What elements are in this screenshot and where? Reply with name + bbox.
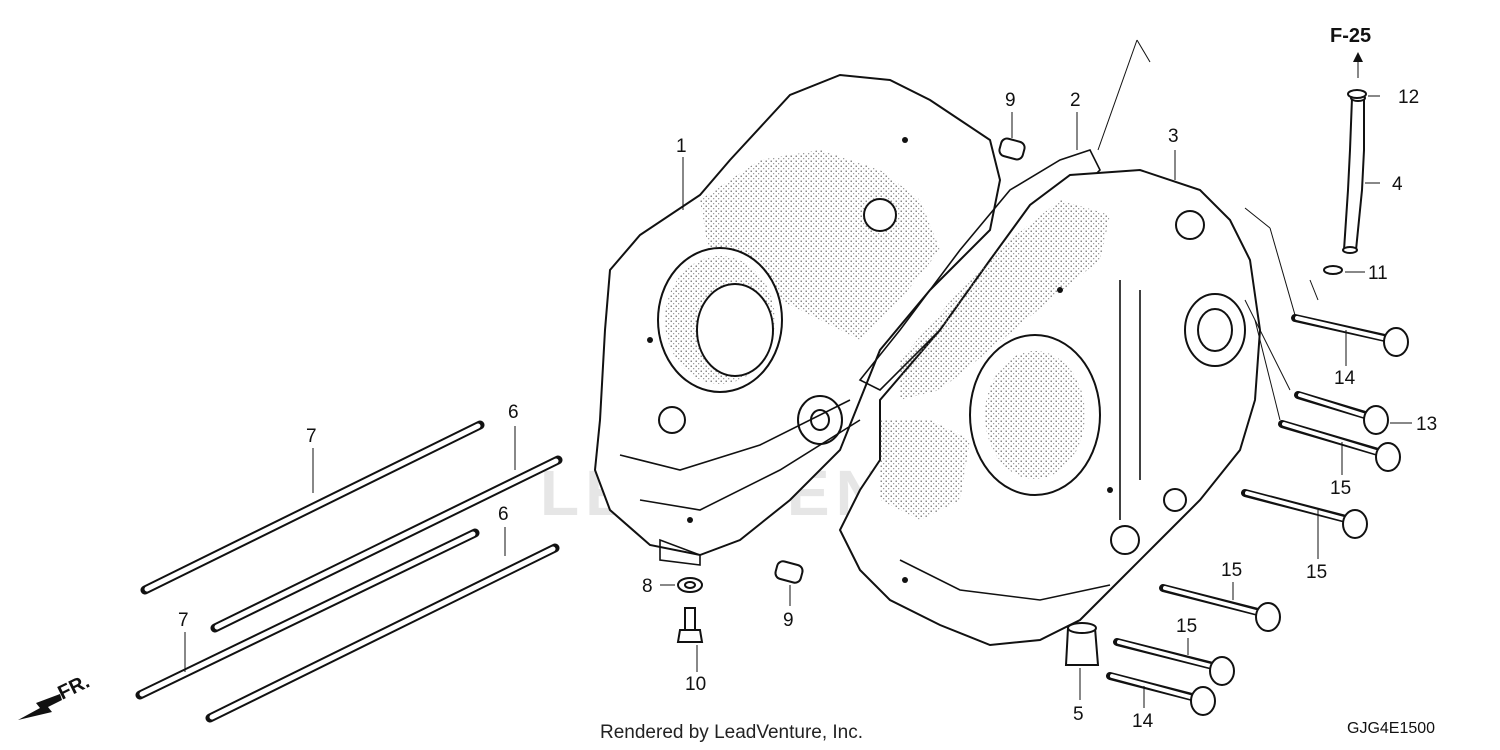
callout-8: 8: [642, 576, 653, 597]
callout-15-b: 15: [1306, 562, 1327, 583]
hose-clamp[interactable]: [1064, 622, 1100, 666]
callout-11: 11: [1368, 263, 1388, 284]
stud-bolt-upper-right[interactable]: [210, 455, 563, 633]
callout-15-a: 15: [1330, 478, 1351, 499]
callout-9-lower: 9: [783, 610, 794, 631]
flange-bolt-13[interactable]: [1294, 391, 1389, 435]
callout-12: 12: [1398, 87, 1419, 108]
reference-label: F-25: [1330, 25, 1371, 47]
callout-7-lower: 7: [178, 610, 189, 631]
callout-9-upper: 9: [1005, 90, 1016, 111]
callout-10: 10: [685, 674, 706, 695]
stud-bolt-upper-left[interactable]: [140, 420, 485, 595]
callout-1: 1: [676, 136, 687, 157]
callout-2: 2: [1070, 90, 1081, 111]
flange-bolt-15-a[interactable]: [1278, 420, 1401, 472]
flange-bolt-14-upper[interactable]: [1291, 314, 1409, 357]
drain-bolt[interactable]: [676, 607, 704, 643]
front-direction-indicator: FR.: [18, 671, 93, 720]
callout-6-lower: 6: [498, 504, 509, 525]
callout-14-lower: 14: [1132, 711, 1154, 732]
drawing-code: GJG4E1500: [1347, 720, 1435, 737]
tube-clip-upper[interactable]: [1347, 89, 1367, 99]
leader-lines: [184, 39, 1412, 708]
left-crankcase[interactable]: [593, 73, 1002, 566]
credit-text: Rendered by LeadVenture, Inc.: [600, 722, 863, 743]
callout-6-upper: 6: [508, 402, 519, 423]
breather-tube[interactable]: [1342, 94, 1366, 254]
dowel-pin-lower[interactable]: [774, 560, 804, 584]
stud-bolt-lower-left[interactable]: [135, 528, 480, 700]
callout-15-c: 15: [1221, 560, 1242, 581]
flange-bolt-15-b[interactable]: [1241, 489, 1368, 539]
sealing-washer[interactable]: [677, 577, 703, 593]
callout-14-upper: 14: [1334, 368, 1356, 389]
dowel-pin-upper[interactable]: [998, 137, 1026, 161]
arrow-front-icon: [18, 694, 62, 720]
arrow-up-icon: [1353, 52, 1363, 62]
flange-bolt-15-d[interactable]: [1113, 638, 1235, 686]
callout-7-upper: 7: [306, 426, 317, 447]
flange-bolt-15-c[interactable]: [1159, 584, 1281, 632]
callout-5: 5: [1073, 704, 1084, 725]
stud-bolt-lower-right[interactable]: [205, 543, 560, 723]
callout-4: 4: [1392, 174, 1403, 195]
callout-13: 13: [1416, 414, 1437, 435]
tube-clip-lower[interactable]: [1323, 265, 1343, 275]
right-crankcase[interactable]: [838, 168, 1262, 647]
callout-3: 3: [1168, 126, 1179, 147]
flange-bolt-14-lower[interactable]: [1106, 672, 1216, 716]
callout-15-d: 15: [1176, 616, 1197, 637]
